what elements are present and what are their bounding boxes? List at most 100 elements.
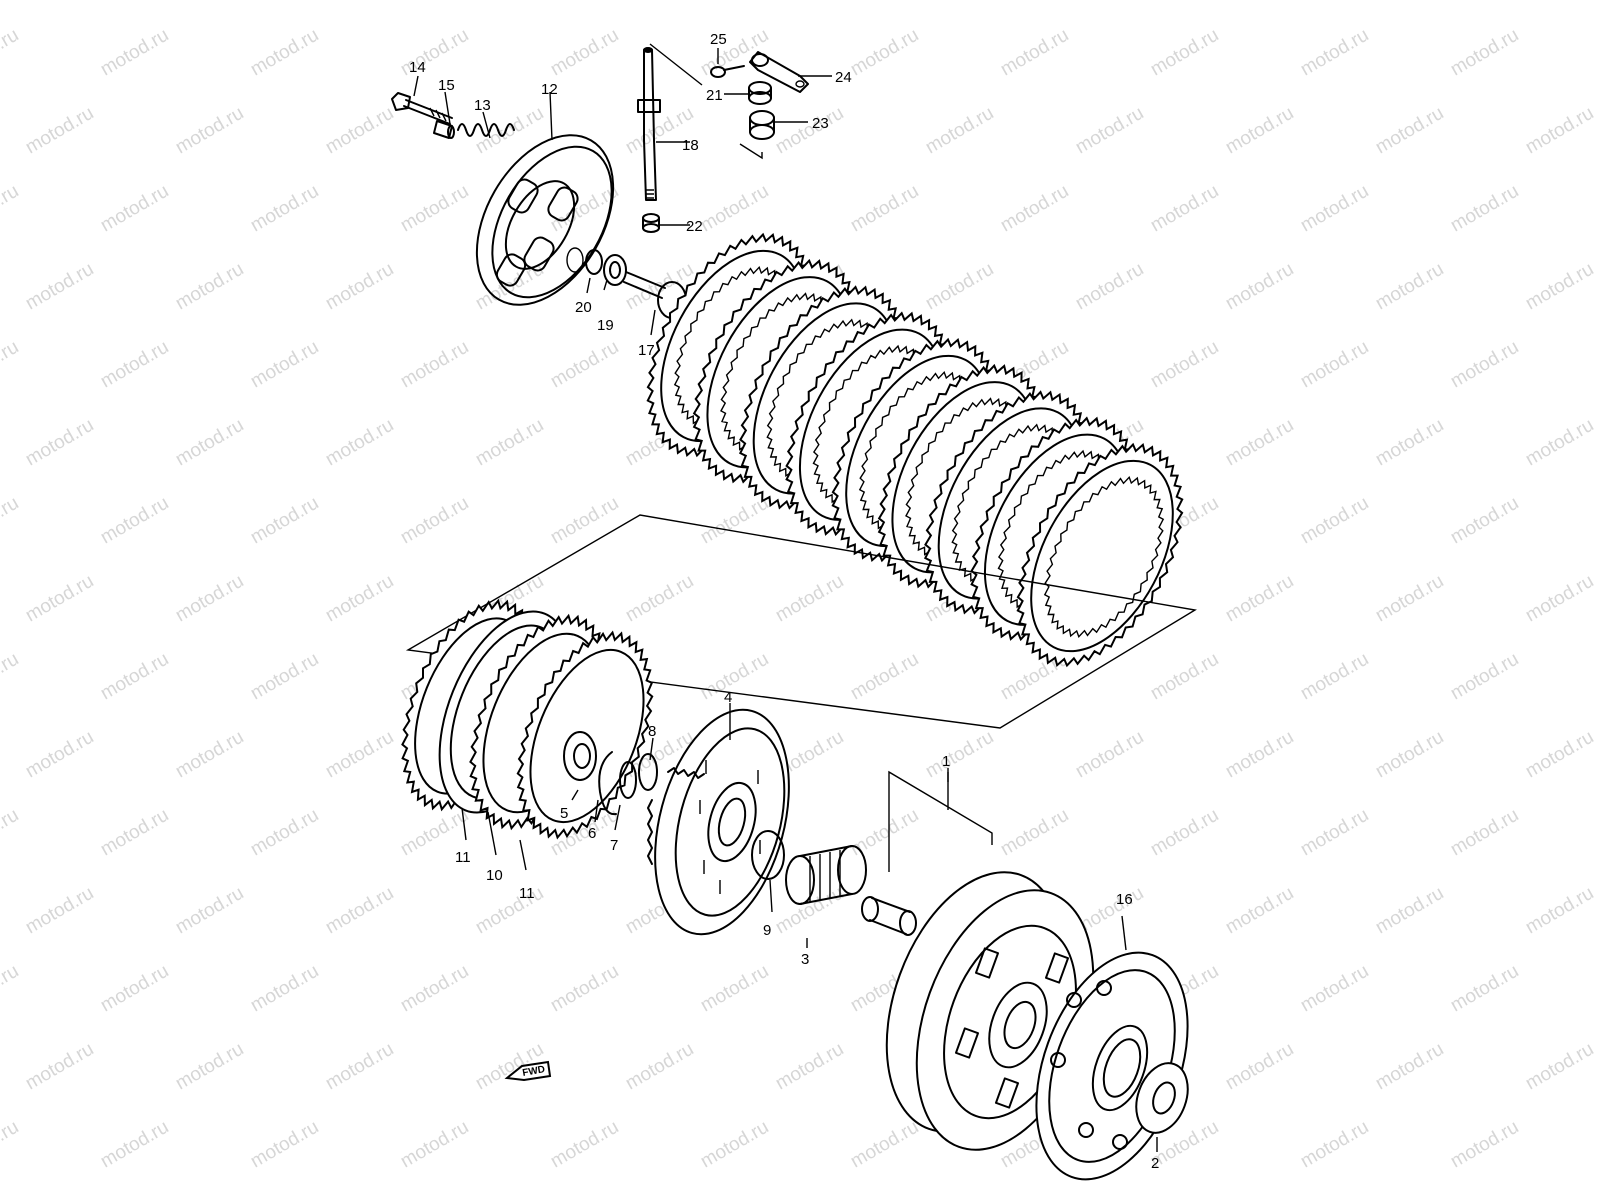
watermark-text: motod.ru bbox=[922, 1195, 997, 1200]
watermark-text: motod.ru bbox=[772, 571, 847, 627]
watermark-text: motod.ru bbox=[322, 0, 397, 2]
watermark-text: motod.ru bbox=[322, 1039, 397, 1095]
callout-14: 14 bbox=[409, 59, 426, 76]
callout-16: 16 bbox=[1116, 891, 1133, 908]
watermark-text: motod.ru bbox=[1222, 1039, 1297, 1095]
watermark-text: motod.ru bbox=[0, 25, 22, 81]
watermark-text: motod.ru bbox=[997, 25, 1072, 81]
watermark-text: motod.ru bbox=[1222, 259, 1297, 315]
lever-bolt bbox=[710, 65, 745, 78]
drive-plate bbox=[1016, 442, 1184, 668]
lever-bearing bbox=[749, 110, 775, 140]
callout-19: 19 bbox=[597, 317, 614, 334]
watermark-text: motod.ru bbox=[622, 0, 697, 2]
watermark-text: motod.ru bbox=[247, 649, 322, 705]
watermark-text: motod.ru bbox=[247, 337, 322, 393]
watermark-text: motod.ru bbox=[622, 571, 697, 627]
clutch-spring bbox=[457, 123, 515, 137]
watermark-text: motod.ru bbox=[1222, 571, 1297, 627]
watermark-text: motod.ru bbox=[1372, 1195, 1447, 1200]
watermark-text: motod.ru bbox=[1147, 649, 1222, 705]
watermark-text: motod.ru bbox=[1222, 1195, 1297, 1200]
watermark-text: motod.ru bbox=[847, 1117, 922, 1173]
watermark-text: motod.ru bbox=[0, 181, 22, 237]
watermark-text: motod.ru bbox=[1447, 649, 1522, 705]
watermark-text: motod.ru bbox=[172, 415, 247, 471]
watermark-text: motod.ru bbox=[322, 259, 397, 315]
washer bbox=[619, 761, 637, 799]
watermark-text: motod.ru bbox=[22, 415, 97, 471]
watermark-text: motod.ru bbox=[97, 805, 172, 861]
thrust-washer bbox=[751, 830, 785, 880]
plate-stack-bracket bbox=[405, 514, 1197, 729]
watermark-text: motod.ru bbox=[322, 415, 397, 471]
watermark-text: motod.ru bbox=[472, 883, 547, 939]
watermark-text: motod.ru bbox=[922, 0, 997, 2]
watermark-text: motod.ru bbox=[22, 727, 97, 783]
watermark-text: motod.ru bbox=[97, 337, 172, 393]
watermark-text: motod.ru bbox=[547, 337, 622, 393]
watermark-text: motod.ru bbox=[922, 259, 997, 315]
watermark-text: motod.ru bbox=[1222, 415, 1297, 471]
circlip bbox=[598, 751, 617, 816]
watermark-text: motod.ru bbox=[1147, 25, 1222, 81]
watermark-text: motod.ru bbox=[547, 25, 622, 81]
callout-11-inner: 11 bbox=[519, 885, 535, 902]
callout-2: 2 bbox=[1151, 1155, 1159, 1172]
watermark-text: motod.ru bbox=[22, 1039, 97, 1095]
pressure-plate bbox=[475, 134, 615, 306]
bearing bbox=[603, 254, 627, 286]
watermark-text: motod.ru bbox=[322, 883, 397, 939]
watermark-text: motod.ru bbox=[247, 961, 322, 1017]
watermark-text: motod.ru bbox=[97, 1117, 172, 1173]
drive-gear-washer bbox=[1135, 1062, 1189, 1134]
watermark-text: motod.ru bbox=[1372, 883, 1447, 939]
callout-10: 10 bbox=[486, 867, 503, 884]
watermark-text: motod.ru bbox=[997, 181, 1072, 237]
oil-seal bbox=[642, 213, 660, 233]
watermark-text: motod.ru bbox=[1297, 337, 1372, 393]
watermark-text: motod.ru bbox=[1072, 727, 1147, 783]
watermark-text: motod.ru bbox=[1447, 1117, 1522, 1173]
watermark-text: motod.ru bbox=[1072, 1195, 1147, 1200]
watermark-text: motod.ru bbox=[472, 0, 547, 2]
watermark-text: motod.ru bbox=[697, 493, 772, 549]
watermark-text: motod.ru bbox=[1522, 415, 1597, 471]
watermark-text: motod.ru bbox=[1447, 961, 1522, 1017]
watermark-text: motod.ru bbox=[22, 883, 97, 939]
watermark-text: motod.ru bbox=[622, 1195, 697, 1200]
watermark-text: motod.ru bbox=[1372, 0, 1447, 2]
watermark-text: motod.ru bbox=[1522, 571, 1597, 627]
watermark-text: motod.ru bbox=[172, 883, 247, 939]
watermark-text: motod.ru bbox=[1297, 1117, 1372, 1173]
clutch-plate-stack bbox=[646, 232, 1184, 668]
callout-21: 21 bbox=[706, 87, 723, 104]
callout-22: 22 bbox=[686, 218, 703, 235]
clutch-release-shaft bbox=[637, 47, 661, 201]
watermark-text: motod.ru bbox=[172, 1195, 247, 1200]
callout-leaders bbox=[413, 48, 1158, 1152]
spacer-washer bbox=[638, 753, 658, 791]
watermark-text: motod.ru bbox=[172, 103, 247, 159]
watermark-text: motod.ru bbox=[697, 1117, 772, 1173]
watermark-text: motod.ru bbox=[1072, 259, 1147, 315]
watermark-text: motod.ru bbox=[1372, 259, 1447, 315]
watermark-text: motod.ru bbox=[172, 727, 247, 783]
watermark-text: motod.ru bbox=[1522, 103, 1597, 159]
clutch-sleeve-hub bbox=[654, 708, 790, 936]
watermark-text: motod.ru bbox=[547, 493, 622, 549]
watermark-text: motod.ru bbox=[1147, 181, 1222, 237]
watermark-text: motod.ru bbox=[247, 493, 322, 549]
watermark-text: motod.ru bbox=[172, 1039, 247, 1095]
lever-oil-seal bbox=[748, 81, 772, 105]
watermark-text: motod.ru bbox=[322, 103, 397, 159]
watermark-text: motod.ru bbox=[997, 805, 1072, 861]
watermark-text: motod.ru bbox=[322, 1195, 397, 1200]
watermark-text: motod.ru bbox=[847, 649, 922, 705]
watermark-text: motod.ru bbox=[1072, 0, 1147, 2]
callout-3: 3 bbox=[801, 951, 809, 968]
watermark-text: motod.ru bbox=[1297, 805, 1372, 861]
watermark-text: motod.ru bbox=[772, 1195, 847, 1200]
watermark-text: motod.ru bbox=[22, 571, 97, 627]
watermark-text: motod.ru bbox=[0, 961, 22, 1017]
